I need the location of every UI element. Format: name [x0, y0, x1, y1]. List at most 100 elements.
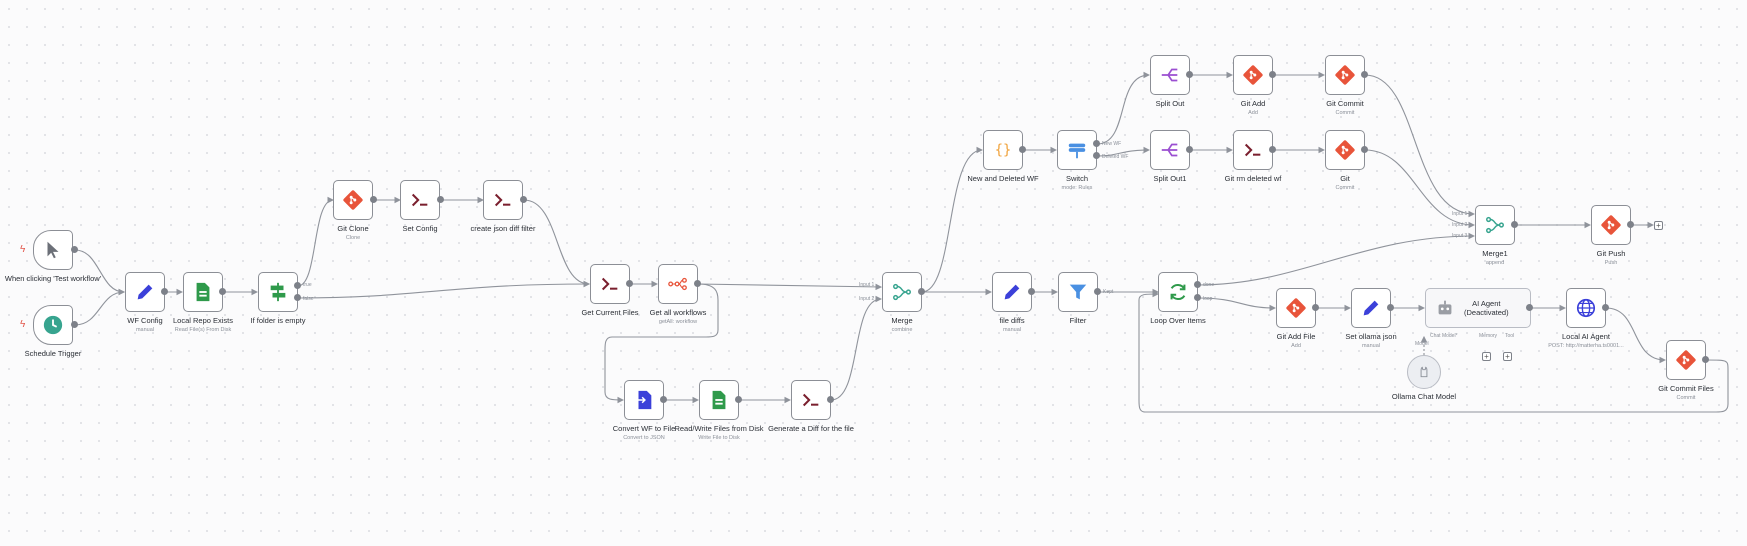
output-handle[interactable]	[1019, 146, 1026, 153]
output-handle[interactable]	[370, 196, 377, 203]
node-loop-over-items[interactable]	[1158, 272, 1198, 312]
node-ollama-chat-model[interactable]	[1407, 355, 1441, 389]
node-set-config[interactable]	[400, 180, 440, 220]
node-get-all-workflows[interactable]	[658, 264, 698, 304]
node-label: Set Config	[402, 224, 438, 233]
output-handle[interactable]	[626, 280, 633, 287]
output-handle[interactable]	[1312, 304, 1319, 311]
loop-icon	[1170, 283, 1186, 301]
convert-icon	[635, 390, 652, 410]
output-handle[interactable]	[1602, 304, 1609, 311]
n8n-icon	[668, 277, 687, 291]
output-handle[interactable]	[1269, 146, 1276, 153]
output-handle[interactable]	[1702, 356, 1709, 363]
output-handle[interactable]	[71, 321, 78, 328]
node-merge1[interactable]	[1475, 205, 1515, 245]
node-switch[interactable]	[1057, 130, 1097, 170]
output-handle[interactable]	[1093, 152, 1100, 159]
output-handle[interactable]	[1186, 146, 1193, 153]
node-label: Filter	[1069, 316, 1087, 325]
node-if-folder-empty[interactable]	[258, 272, 298, 312]
cursor-icon	[47, 241, 59, 259]
node-git-add[interactable]	[1233, 55, 1273, 95]
node-schedule-trigger[interactable]	[33, 305, 73, 345]
output-handle[interactable]	[1269, 71, 1276, 78]
output-handle[interactable]	[1186, 71, 1193, 78]
node-git-add-file[interactable]	[1276, 288, 1316, 328]
output-handle[interactable]	[1361, 71, 1368, 78]
output-handle[interactable]	[918, 288, 925, 295]
git-icon	[1335, 140, 1355, 160]
node-merge[interactable]	[882, 272, 922, 312]
output-handle[interactable]	[1194, 281, 1201, 288]
node-git-commit[interactable]	[1325, 55, 1365, 95]
git-icon	[1676, 350, 1696, 370]
output-handle[interactable]	[1511, 221, 1518, 228]
node-label: Get Current Files	[581, 308, 639, 317]
node-git-rm-deleted[interactable]	[1233, 130, 1273, 170]
add-memory-button[interactable]: +	[1482, 352, 1491, 361]
node-label: Generate a Diff for the file	[768, 424, 854, 433]
node-create-json-diff-filter[interactable]	[483, 180, 523, 220]
node-convert-wf-to-file[interactable]	[624, 380, 664, 420]
output-handle[interactable]	[1361, 146, 1368, 153]
git-icon	[1601, 215, 1621, 235]
output-handle[interactable]	[294, 294, 301, 301]
edge	[1364, 149, 1476, 229]
output-handle[interactable]	[219, 288, 226, 295]
edge	[1364, 74, 1476, 218]
output-handle[interactable]	[1093, 140, 1100, 147]
port-label-memory: Memory	[1479, 333, 1498, 339]
output-handle[interactable]	[694, 280, 701, 287]
node-wf-config[interactable]	[125, 272, 165, 312]
node-split-out1[interactable]	[1150, 130, 1190, 170]
edge	[604, 283, 719, 404]
output-handle[interactable]	[827, 396, 834, 403]
node-split-out[interactable]	[1150, 55, 1190, 95]
output-handle[interactable]	[294, 282, 301, 289]
add-node-button[interactable]: +	[1654, 221, 1663, 230]
node-label: When clicking 'Test workflow'	[4, 274, 102, 283]
edge	[1096, 71, 1151, 145]
node-git-clone[interactable]	[333, 180, 373, 220]
node-generate-diff[interactable]	[791, 380, 831, 420]
output-handle[interactable]	[161, 288, 168, 295]
node-new-and-deleted-wf[interactable]: {}	[983, 130, 1023, 170]
node-when-clicking[interactable]	[33, 230, 73, 270]
edge	[830, 295, 883, 401]
port-label-input2: Input 2	[1452, 222, 1468, 228]
output-handle[interactable]	[1526, 304, 1533, 311]
node-get-current-files[interactable]	[590, 264, 630, 304]
output-handle[interactable]	[1094, 288, 1101, 295]
node-git-push[interactable]	[1591, 205, 1631, 245]
output-handle[interactable]	[437, 196, 444, 203]
add-tool-button[interactable]: +	[1503, 352, 1512, 361]
output-handle[interactable]	[71, 246, 78, 253]
git-icon	[1335, 65, 1355, 85]
output-handle[interactable]	[520, 196, 527, 203]
node-git[interactable]	[1325, 130, 1365, 170]
trigger-bolt-icon: ϟ	[20, 319, 26, 330]
node-read-write-files[interactable]	[699, 380, 739, 420]
node-file-diffs[interactable]	[992, 272, 1032, 312]
node-git-commit-files[interactable]	[1666, 340, 1706, 380]
node-set-ollama-json[interactable]	[1351, 288, 1391, 328]
node-filter[interactable]	[1058, 272, 1098, 312]
output-handle[interactable]	[1387, 304, 1394, 311]
output-handle[interactable]	[1194, 294, 1201, 301]
edge	[1605, 307, 1667, 364]
node-ai-agent[interactable]: AI Agent(Deactivated)	[1425, 288, 1531, 328]
edge	[1138, 290, 1729, 413]
output-handle[interactable]	[1627, 221, 1634, 228]
output-handle[interactable]	[1028, 288, 1035, 295]
output-handle[interactable]	[660, 396, 667, 403]
output-handle[interactable]	[735, 396, 742, 403]
node-local-repo-exists[interactable]	[183, 272, 223, 312]
node-local-ai-agent[interactable]	[1566, 288, 1606, 328]
terminal-icon	[1244, 143, 1261, 157]
